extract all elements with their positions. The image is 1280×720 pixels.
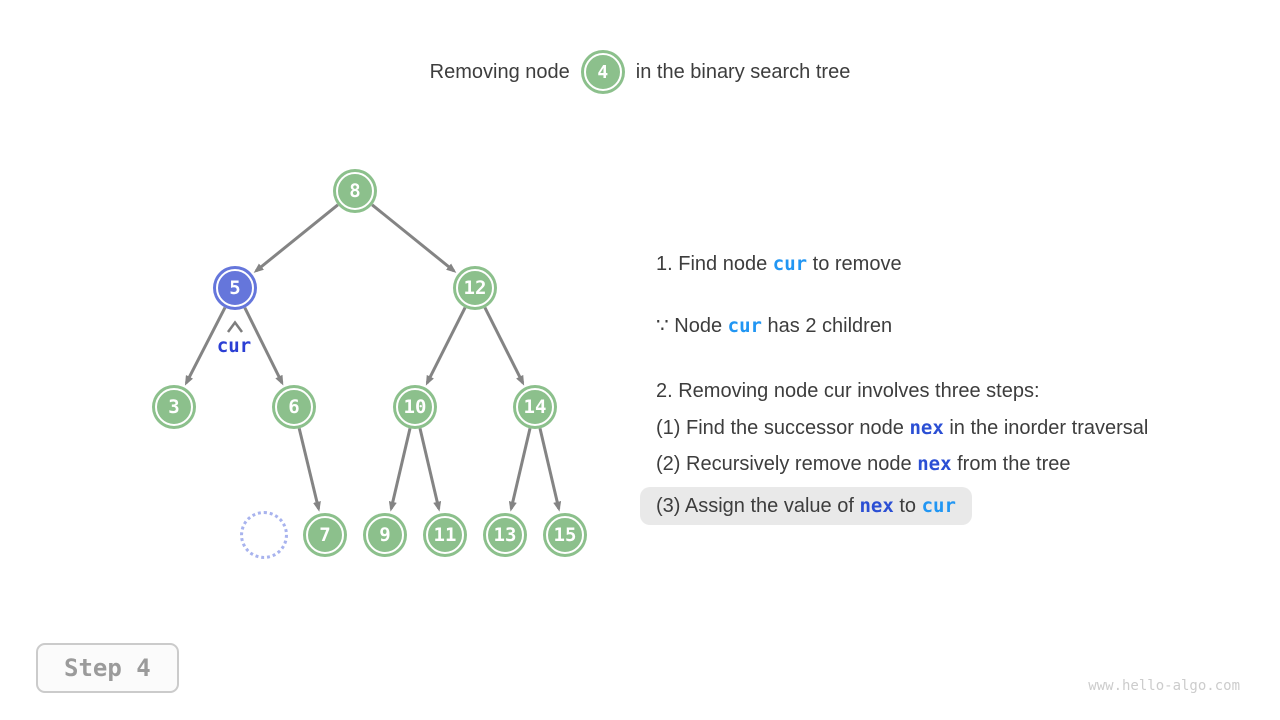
tree-node-15: 15 xyxy=(546,516,584,554)
tree-node-9: 9 xyxy=(366,516,404,554)
step-badge: Step 4 xyxy=(36,643,179,693)
explanation-line-4: (1) Find the successor node nex in the i… xyxy=(656,417,1149,439)
tree-node-5-cur: 5 xyxy=(216,269,254,307)
explanation-line-1: 1. Find node cur to remove xyxy=(656,253,902,275)
explanation-line-2: ∵ Node cur has 2 children xyxy=(656,315,893,337)
title-node-value: 4 xyxy=(597,61,609,83)
tree-node-10: 10 xyxy=(396,388,434,426)
node-value: 9 xyxy=(379,524,391,546)
page-title: Removing node 4 in the binary search tre… xyxy=(0,50,1280,94)
cur-label: cur xyxy=(216,335,252,357)
tree-node-6: 6 xyxy=(275,388,313,426)
node-value: 5 xyxy=(229,277,241,299)
explanation-line-5: (2) Recursively remove node nex from the… xyxy=(656,453,1071,475)
tree-node-14: 14 xyxy=(516,388,554,426)
tree-node-11: 11 xyxy=(426,516,464,554)
tree-node-13: 13 xyxy=(486,516,524,554)
node-value: 7 xyxy=(319,524,331,546)
tree-node-8: 8 xyxy=(336,172,374,210)
title-node-circle: 4 xyxy=(583,53,622,91)
removed-node-placeholder xyxy=(240,511,288,559)
node-value: 3 xyxy=(168,396,180,418)
watermark: www.hello-algo.com xyxy=(1088,678,1240,694)
tree-node-7: 7 xyxy=(306,516,344,554)
explanation-panel: 1. Find node cur to remove ∵ Node cur ha… xyxy=(640,251,1149,525)
node-value: 10 xyxy=(403,396,427,418)
node-value: 13 xyxy=(493,524,517,546)
node-value: 14 xyxy=(523,396,547,418)
node-value: 8 xyxy=(349,180,361,202)
explanation-line-6-highlighted: (3) Assign the value of nex to cur xyxy=(640,487,972,525)
explanation-line-3: 2. Removing node cur involves three step… xyxy=(656,380,1040,402)
title-suffix: in the binary search tree xyxy=(635,60,851,83)
node-value: 6 xyxy=(288,396,300,418)
node-value: 15 xyxy=(553,524,577,546)
cur-pointer-caret-icon xyxy=(226,320,244,333)
node-value: 12 xyxy=(463,277,487,299)
node-value: 11 xyxy=(433,524,457,546)
title-prefix: Removing node xyxy=(429,60,570,83)
tree-node-12: 12 xyxy=(456,269,494,307)
tree-node-3: 3 xyxy=(155,388,193,426)
